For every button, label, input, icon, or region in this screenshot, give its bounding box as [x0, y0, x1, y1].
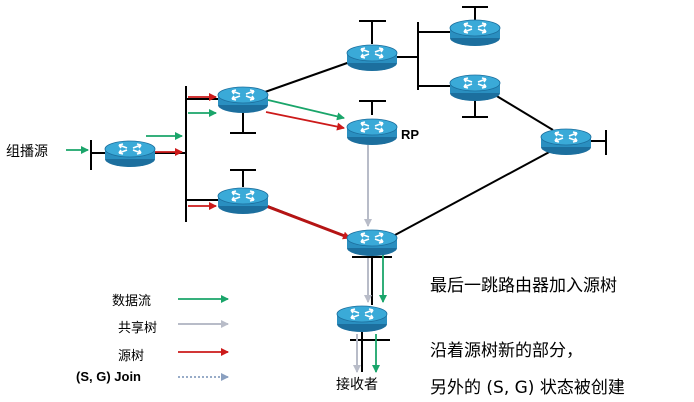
router-center	[346, 229, 398, 257]
network-links	[90, 6, 607, 372]
receiver-label: 接收者	[336, 377, 378, 393]
router-source	[104, 140, 156, 168]
source-tree-caption-line1: 沿着源树新的部分，	[430, 341, 583, 361]
legend-source-tree-label: 源树	[118, 349, 145, 364]
source-label: 组播源	[6, 144, 48, 160]
router-far-right	[540, 128, 592, 156]
router-top-right	[449, 19, 501, 47]
shared-tree-arrows	[353, 145, 372, 373]
router-receiver	[336, 305, 388, 333]
data-flow-arrows	[66, 99, 387, 373]
source-tree-caption-line2: 另外的 (S, G) 状态被创建	[430, 378, 625, 398]
last-hop-caption: 最后一跳路由器加入源树	[430, 276, 617, 296]
legend-sg-join-label: (S, G) Join	[76, 369, 141, 384]
source-tree-arrows	[146, 93, 351, 240]
legend-data-flow-label: 数据流	[112, 294, 152, 309]
router-top-center	[346, 44, 398, 72]
router-top-left	[217, 86, 269, 114]
legend-shared-tree-label: 共享树	[118, 321, 158, 336]
router-rp	[346, 118, 398, 146]
router-bottom-left	[217, 187, 269, 215]
rp-label: RP	[401, 127, 420, 142]
router-mid-right	[449, 74, 501, 102]
legend-arrows	[178, 295, 229, 381]
